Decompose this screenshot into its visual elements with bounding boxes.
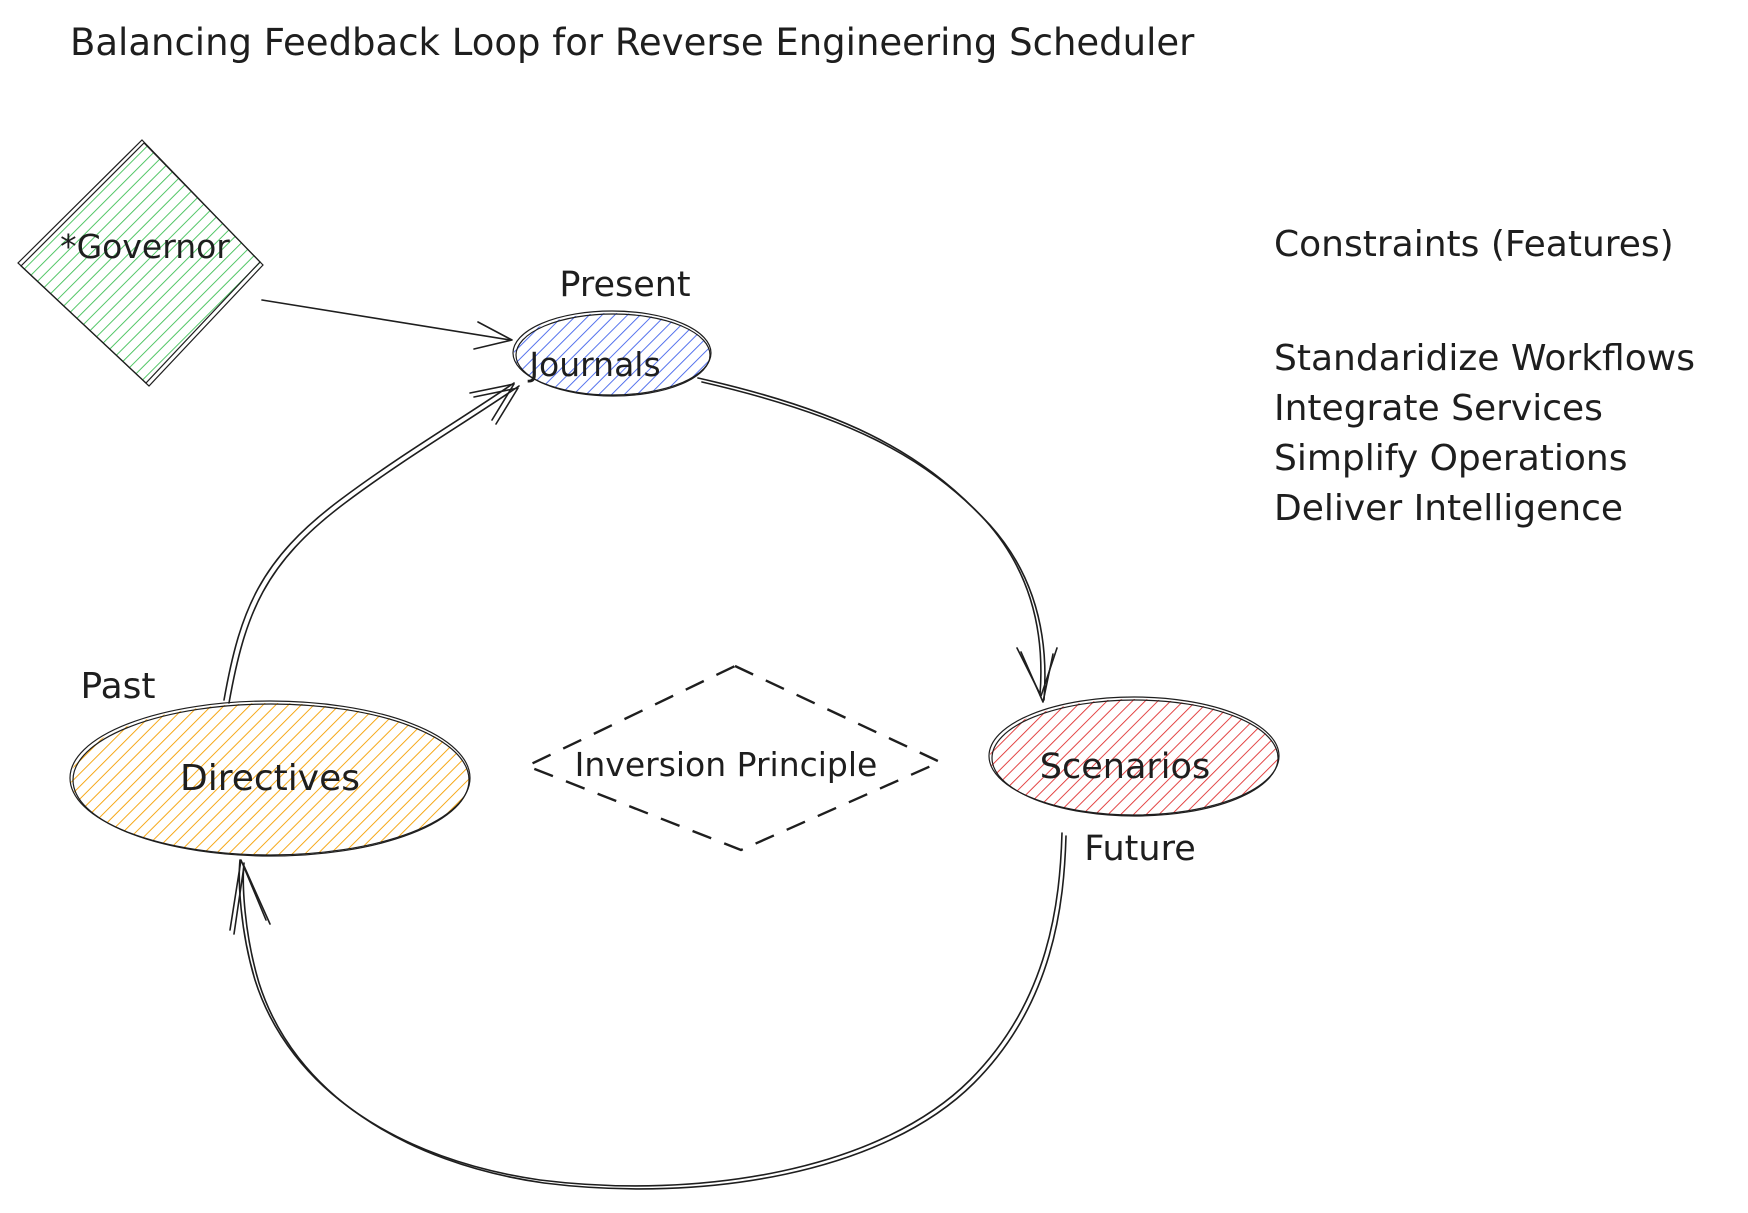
edge-governor-to-journals [261, 299, 513, 350]
governor-label: *Governor [60, 227, 230, 266]
scenarios-label: Scenarios [1040, 747, 1210, 787]
directives-label: Directives [180, 758, 360, 799]
diagram-title: Balancing Feedback Loop for Reverse Engi… [70, 21, 1195, 64]
journals-node[interactable]: Journals [512, 310, 712, 397]
inversion-principle-node[interactable]: Inversion Principle [525, 664, 942, 852]
scenarios-node[interactable]: Scenarios [988, 696, 1280, 817]
journals-label: Journals [527, 345, 660, 384]
edge-journals-to-scenarios [697, 377, 1058, 703]
inversion-principle-label: Inversion Principle [575, 745, 878, 784]
journals-caption: Present [559, 265, 690, 305]
scenarios-caption: Future [1084, 829, 1195, 869]
constraint-item: Deliver Intelligence [1274, 488, 1623, 529]
constraints-heading: Constraints (Features) [1274, 224, 1674, 265]
edge-directives-to-journals [223, 382, 520, 704]
constraints-panel: Constraints (Features) Standaridize Work… [1274, 224, 1695, 529]
constraint-item: Integrate Services [1274, 388, 1603, 429]
directives-caption: Past [80, 666, 155, 707]
constraint-item: Simplify Operations [1274, 438, 1627, 479]
edge-scenarios-to-directives [229, 832, 1067, 1190]
governor-node[interactable]: *Governor [17, 139, 264, 387]
directives-node[interactable]: Directives [69, 700, 471, 857]
constraint-item: Standaridize Workflows [1274, 338, 1695, 379]
